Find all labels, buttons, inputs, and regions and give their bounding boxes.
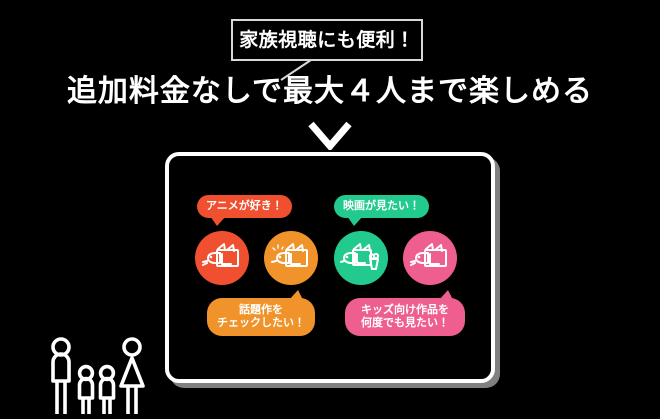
speech-bubble-anime: アニメが好き！ (197, 195, 292, 226)
speech-bubble-kids-line-2: 何度でも見たい！ (361, 317, 449, 329)
family-group-icon (51, 337, 145, 414)
cat-tv-icon (202, 243, 239, 267)
cat-tv-popcorn-icon (340, 243, 380, 270)
callout-badge-tail-icon (280, 59, 312, 81)
speech-bubble-movie: 映画が見たい！ (334, 195, 429, 226)
callout-badge: 家族視聴にも便利！ (231, 19, 423, 81)
profile-avatar-row (195, 231, 465, 287)
speech-bubble-trending-tail (289, 290, 303, 300)
speech-bubble-movie-tail (347, 216, 363, 226)
cat-tv-icon (410, 243, 447, 267)
page-headline: 追加料金なしで最大４人まで楽しめる (66, 75, 594, 108)
cat-tv-sparkle-icon (271, 243, 308, 267)
speech-bubble-kids-tail (439, 290, 453, 300)
profile-avatar-3[interactable] (334, 231, 388, 285)
profile-avatar-1[interactable] (195, 231, 249, 285)
speech-bubble-kids: キッズ向け作品を 何度でも見たい！ (345, 290, 465, 336)
speech-bubble-movie-line-1: 映画が見たい！ (343, 199, 420, 212)
chevron-down-icon (308, 121, 352, 150)
speech-bubble-trending: 話題作を チェックしたい！ (207, 290, 315, 336)
profile-avatar-4[interactable] (403, 231, 457, 285)
callout-badge-label: 家族視聴にも便利！ (239, 29, 415, 51)
callout-badge-box: 家族視聴にも便利！ (231, 19, 423, 61)
profile-avatar-2[interactable] (264, 231, 318, 285)
speech-bubble-trending-line-1: 話題作を (239, 303, 283, 316)
speech-bubble-anime-tail (210, 216, 226, 226)
speech-bubble-anime-line-1: アニメが好き！ (206, 199, 283, 212)
speech-bubble-kids-line-1: キッズ向け作品を (361, 303, 449, 316)
speech-bubble-trending-line-2: チェックしたい！ (217, 317, 305, 329)
